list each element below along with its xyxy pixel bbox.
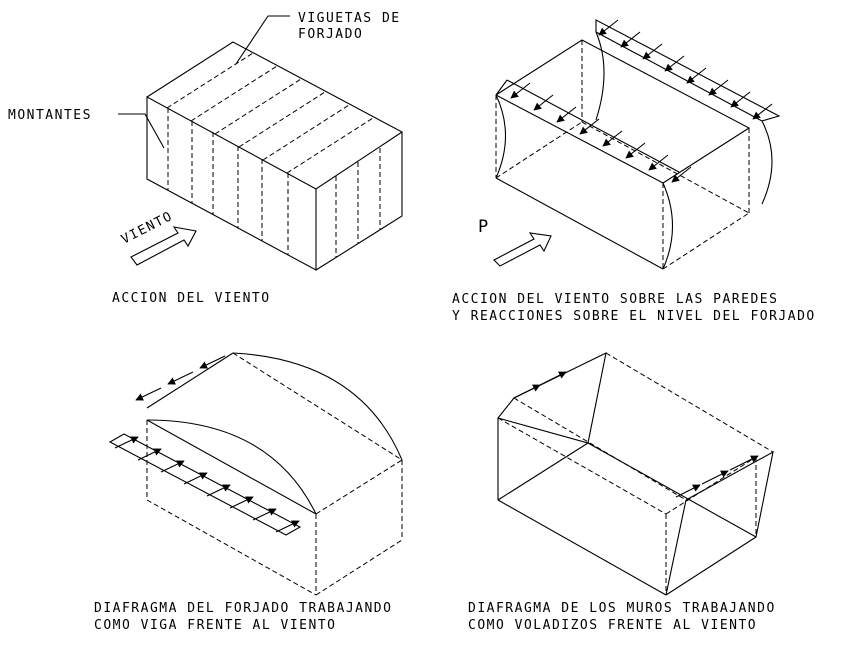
fig1-building — [118, 15, 404, 271]
fig3-floor-diaphragm — [108, 352, 403, 596]
caption-fig2-line1: ACCION DEL VIENTO SOBRE LAS PAREDES — [452, 292, 778, 307]
floor-joists — [166, 52, 374, 174]
caption-fig4-line1: DIAFRAGMA DE LOS MUROS TRABAJANDO — [468, 601, 776, 616]
caption-fig3-line1: DIAFRAGMA DEL FORJADO TRABAJANDO — [94, 601, 392, 616]
viento-label: VIENTO — [119, 209, 176, 248]
fig3-reaction-arrows — [135, 355, 226, 401]
viguetas-label-2: FORJADO — [298, 27, 363, 42]
fig2-load-arrows-far — [598, 19, 773, 120]
pressure-label: P — [478, 217, 490, 237]
caption-fig3-line2: COMO VIGA FRENTE AL VIENTO — [94, 618, 337, 633]
montantes-label: MONTANTES — [8, 108, 92, 123]
fig4-wall-cantilevers — [497, 352, 774, 596]
fig3-load-arrows — [114, 436, 300, 533]
studs-left — [167, 108, 289, 255]
studs-right — [335, 148, 381, 258]
fig2-load-arrows-near — [510, 82, 692, 183]
caption-fig4-line2: COMO VOLADIZOS FRENTE AL VIENTO — [468, 618, 757, 633]
fig4-load-arrows — [513, 371, 759, 498]
montantes-leader — [118, 113, 165, 149]
fig2-walls — [495, 19, 781, 270]
caption-fig2-line2: Y REACCIONES SOBRE EL NIVEL DEL FORJADO — [452, 309, 816, 324]
caption-fig1: ACCION DEL VIENTO — [112, 291, 271, 306]
pressure-arrow — [493, 232, 552, 267]
viguetas-leader — [235, 15, 290, 65]
viguetas-label-1: VIGUETAS DE — [298, 11, 401, 26]
wind-arrow — [130, 226, 197, 266]
